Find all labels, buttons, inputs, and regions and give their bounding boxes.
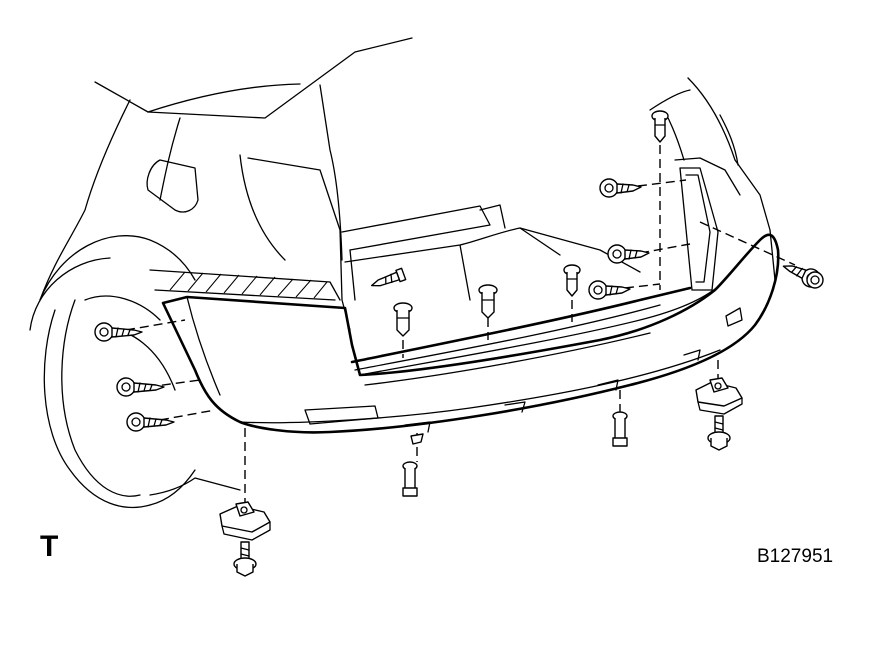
screw-left-middle: [116, 377, 165, 397]
retainer-right: [695, 377, 743, 415]
leader-lines: [125, 145, 796, 502]
bolt-side-right: [806, 271, 824, 289]
view-letter-label: T: [40, 530, 59, 563]
screw-trunk-floor: [370, 267, 407, 287]
bolts: [233, 271, 824, 577]
screws: [94, 178, 821, 432]
clip-4: [651, 110, 669, 143]
retainer-left: [219, 501, 271, 541]
trim-hatching: [169, 271, 328, 299]
retainers: [219, 377, 743, 541]
rear-bumper-cover: [161, 233, 780, 434]
clip-6: [612, 411, 628, 447]
clip-5: [402, 461, 418, 497]
screw-right-upper: [599, 178, 642, 198]
clips: [393, 110, 669, 497]
screw-right-lower: [588, 280, 631, 300]
bolt-left-bottom: [233, 541, 257, 577]
screw-left-top: [94, 322, 143, 342]
screw-right-middle: [607, 244, 650, 264]
clip-3: [563, 264, 581, 297]
clip-2: [478, 284, 498, 319]
clip-1: [393, 302, 413, 337]
screw-left-bottom: [126, 412, 175, 432]
bolt-right-bottom: [707, 415, 731, 451]
clip-7: [410, 433, 424, 445]
figure-code-label: B127951: [757, 546, 834, 567]
vehicle-body: [29, 37, 776, 331]
